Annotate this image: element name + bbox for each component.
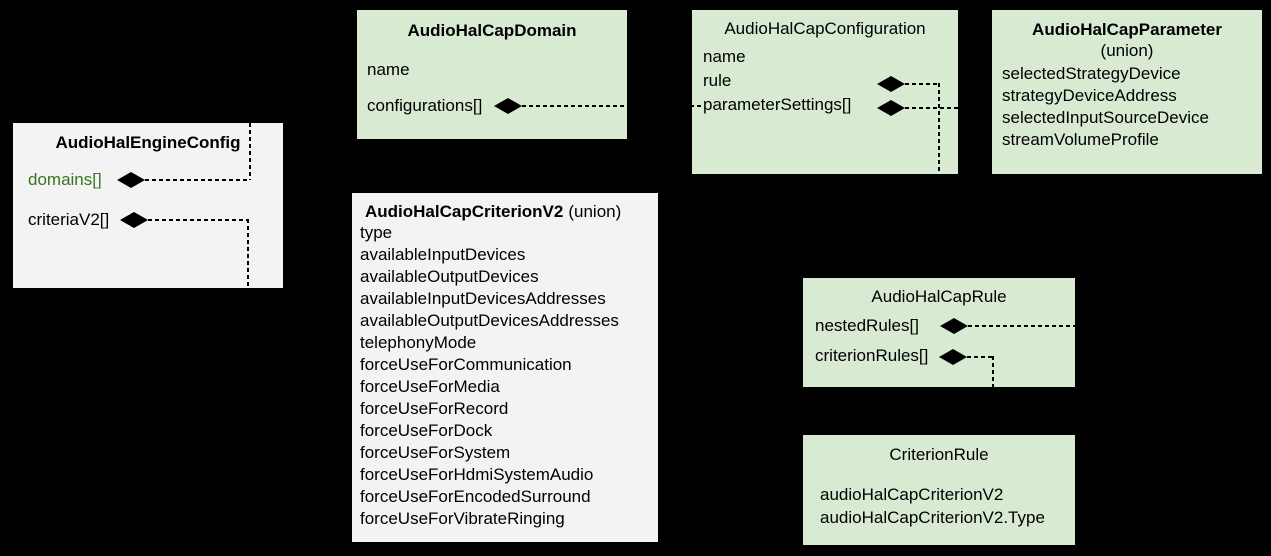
field-list: selectedStrategyDevice strategyDeviceAddr… — [1002, 63, 1209, 151]
field-name: name — [703, 47, 746, 66]
field-forceuseforhdmisystemaudio: forceUseForHdmiSystemAudio — [360, 465, 594, 484]
composition-diamond-criterion-rules-icon — [939, 349, 967, 365]
class-box-audio-hal-cap-parameter: AudioHalCapParameter (union) selectedStr… — [992, 10, 1262, 174]
field-availableinputdevicesaddresses: availableInputDevicesAddresses — [360, 289, 606, 308]
class-box-audio-hal-cap-rule: AudioHalCapRule nestedRules[] criterionRu… — [803, 278, 1075, 387]
composition-diamond-parameter-settings-icon — [877, 100, 905, 116]
connector-domains-h — [145, 179, 250, 181]
connector-rule-v — [938, 83, 940, 278]
field-parametersettings: parameterSettings[] — [703, 95, 852, 114]
connector-criterion-rules-h — [967, 356, 994, 358]
field-availableoutputdevices: availableOutputDevices — [360, 267, 539, 286]
field-availableoutputdevicesaddresses: availableOutputDevicesAddresses — [360, 311, 619, 330]
field-forceuseformedia: forceUseForMedia — [360, 377, 500, 396]
connector-nested-rules-h — [968, 325, 1095, 327]
composition-diamond-domains-icon — [117, 172, 145, 188]
field-forceuseforrecord: forceUseForRecord — [360, 399, 509, 418]
field-forceuseforvibrateringing: forceUseForVibrateRinging — [360, 509, 565, 528]
field-configurations: configurations[] — [367, 96, 483, 115]
composition-diamond-configurations-icon — [494, 98, 522, 114]
connector-criteria-v2-v — [247, 219, 249, 300]
class-title: CriterionRule — [889, 445, 989, 464]
class-title: AudioHalCapDomain — [407, 21, 577, 40]
field-list: nestedRules[] criterionRules[] — [815, 311, 928, 371]
field-rule: rule — [703, 71, 732, 90]
class-subtitle-union: (union) — [1100, 41, 1154, 60]
connector-criteria-v2-h — [148, 219, 248, 221]
field-criteriav2: criteriaV2[] — [28, 210, 110, 229]
field-forceuseforcommunication: forceUseForCommunication — [360, 355, 572, 374]
field-forceusefordock: forceUseForDock — [360, 421, 493, 440]
class-box-audio-hal-cap-configuration: AudioHalCapConfiguration name rule paramet… — [692, 10, 958, 174]
composition-diamond-criteria-v2-icon — [120, 212, 148, 228]
class-title: AudioHalCapRule — [871, 287, 1007, 306]
class-box-audio-hal-cap-domain: AudioHalCapDomain name configurations[] — [357, 10, 627, 139]
class-title: AudioHalEngineConfig — [55, 133, 241, 152]
field-type: type — [360, 223, 393, 242]
class-box-audio-hal-cap-criterion-v2: AudioHalCapCriterionV2(union) type availa… — [352, 193, 658, 542]
connector-criterion-rules-v — [992, 356, 994, 435]
field-nestedrules: nestedRules[] — [815, 316, 919, 335]
field-availableinputdevices: availableInputDevices — [360, 245, 526, 264]
field-list: audioHalCapCriterionV2 audioHalCapCriteri… — [820, 483, 1045, 529]
field-streamvolumeprofile: streamVolumeProfile — [1002, 130, 1159, 149]
connector-rule-h — [905, 83, 940, 85]
field-audiohalcapcriterionv2: audioHalCapCriterionV2 — [820, 484, 1004, 504]
class-title: AudioHalCapCriterionV2(union) — [365, 201, 621, 223]
field-name: name — [367, 60, 410, 79]
composition-diamond-rule-icon — [877, 76, 905, 92]
field-telephonymode: telephonyMode — [360, 333, 477, 352]
field-list: name rule parameterSettings[] — [703, 45, 851, 117]
field-list: name configurations[] — [367, 52, 482, 124]
connector-domains-v — [249, 123, 251, 180]
class-title: AudioHalCapConfiguration — [724, 19, 926, 38]
field-forceuseforsystem: forceUseForSystem — [360, 443, 511, 462]
composition-diamond-nested-rules-icon — [940, 318, 968, 334]
field-list: domains[] criteriaV2[] — [28, 160, 109, 240]
connector-configurations-h — [522, 105, 701, 107]
field-domains: domains[] — [28, 170, 102, 189]
connector-parameter-settings-h — [905, 107, 992, 109]
field-criterionrules: criterionRules[] — [815, 346, 929, 365]
class-title-text: AudioHalCapCriterionV2 — [365, 202, 564, 221]
class-box-audio-hal-engine-config: AudioHalEngineConfig domains[] criteriaV2… — [13, 123, 283, 288]
field-audiohalcapcriterionv2-type: audioHalCapCriterionV2.Type — [820, 507, 1045, 527]
class-subtitle-union: (union) — [568, 202, 622, 221]
field-selectedinputsourcedevice: selectedInputSourceDevice — [1002, 108, 1209, 127]
field-selectedstrategydevice: selectedStrategyDevice — [1002, 64, 1181, 83]
field-strategydeviceaddress: strategyDeviceAddress — [1002, 86, 1177, 105]
class-title: AudioHalCapParameter — [1032, 20, 1222, 39]
field-forceuseforencodedsurround: forceUseForEncodedSurround — [360, 487, 591, 506]
field-list: type availableInputDevices availableOutput… — [360, 222, 619, 530]
